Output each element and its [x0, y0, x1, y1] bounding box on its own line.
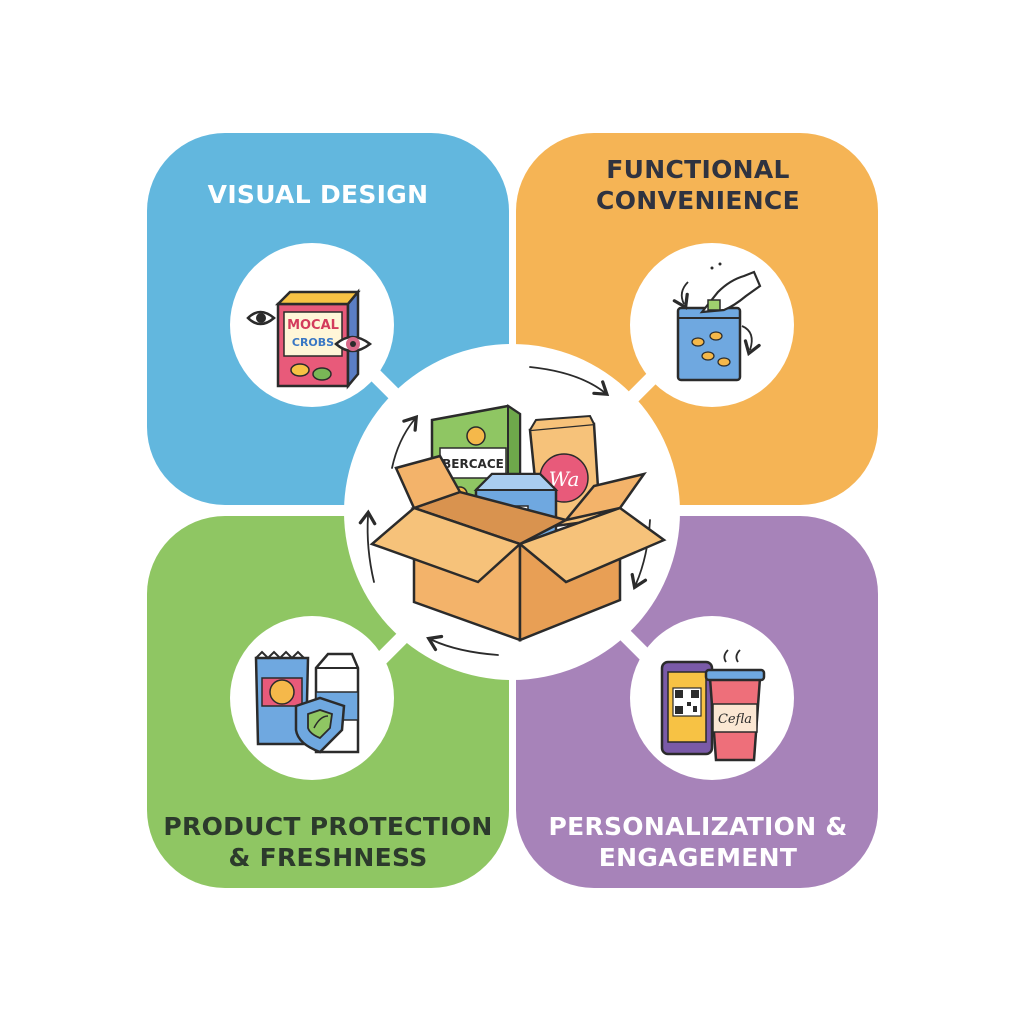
cycle-arrows: [358, 366, 651, 656]
snack-bag-milk-carton-shield-icon: [230, 616, 394, 780]
product-protection-label-line2: & FRESHNESS: [228, 842, 428, 872]
cup-text: Cefla: [718, 712, 752, 727]
product-protection-label: PRODUCT PROTECTION & FRESHNESS: [160, 812, 496, 873]
cereal-box-text-1: MOCAL: [287, 318, 339, 333]
resealable-bag-with-hand-icon: [630, 243, 794, 407]
cereal-box-text-2: CROBS: [292, 336, 334, 349]
functional-convenience-label-line2: CONVENIENCE: [596, 185, 800, 215]
functional-convenience-label-line1: FUNCTIONAL: [606, 155, 790, 184]
personalization-label-line1: PERSONALIZATION &: [548, 812, 848, 841]
open-cardboard-box-with-products-icon: BERCACE Wa: [344, 344, 680, 680]
functional-convenience-label: FUNCTIONAL CONVENIENCE: [530, 155, 866, 216]
product-protection-label-line1: PRODUCT PROTECTION: [163, 812, 493, 841]
phone-qr-code-coffee-cup-icon: Cefla: [630, 616, 794, 780]
center-box-text: BERCACE: [442, 457, 504, 471]
cardboard-box: [369, 454, 667, 642]
visual-design-label-text: VISUAL DESIGN: [207, 180, 429, 209]
cereal-box-with-eyes-icon: MOCAL CROBS: [230, 243, 394, 407]
visual-design-label: VISUAL DESIGN: [160, 180, 476, 211]
personalization-label: PERSONALIZATION & ENGAGEMENT: [530, 812, 866, 873]
personalization-label-line2: ENGAGEMENT: [598, 842, 798, 872]
